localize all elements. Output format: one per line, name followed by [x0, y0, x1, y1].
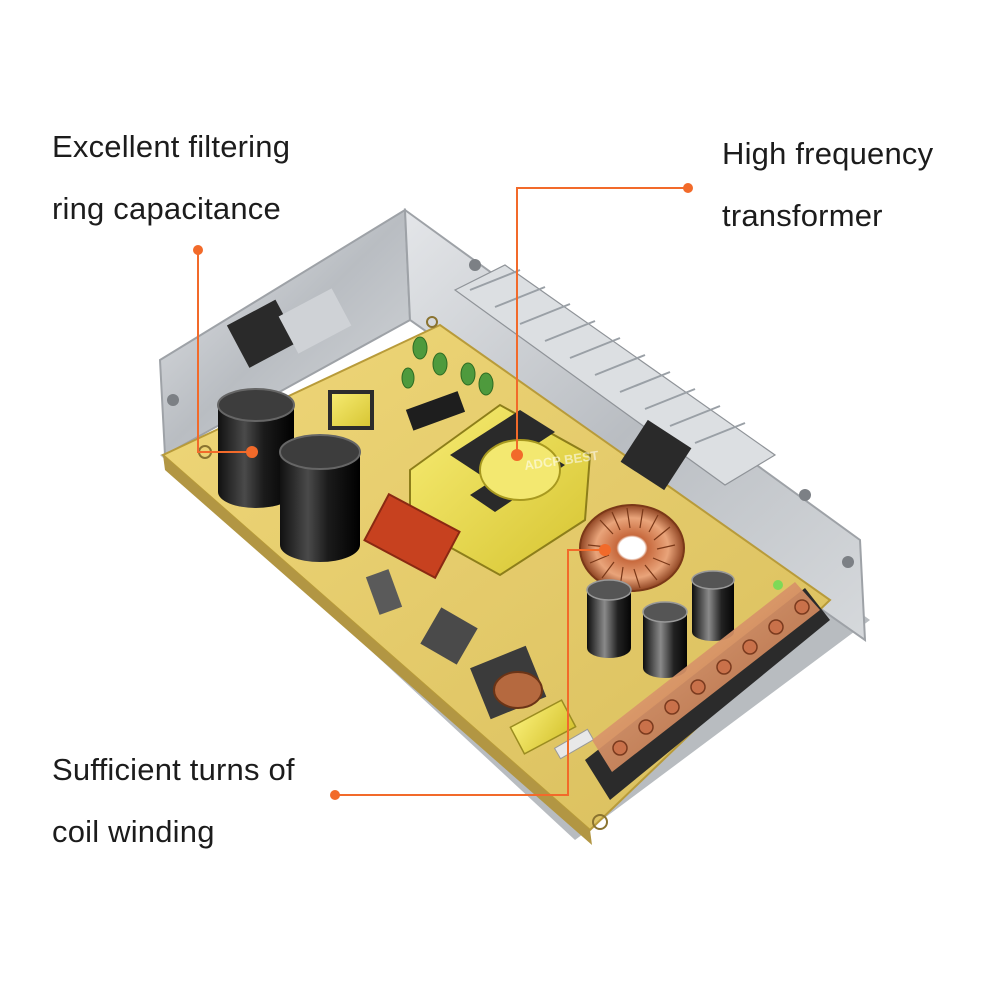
input-choke — [470, 645, 547, 720]
output-capacitor-2 — [642, 601, 688, 678]
heat-sink — [453, 264, 777, 486]
callout-filtering-line1: Excellent filtering — [52, 129, 291, 164]
status-led — [773, 580, 783, 590]
callout-transformer-label: High frequency transformer — [722, 123, 933, 247]
callout-leader-coil — [335, 549, 600, 796]
callout-coil-line2: coil winding — [52, 814, 215, 849]
power-transistor-left — [226, 288, 352, 368]
callout-dot-filtering-end — [246, 446, 258, 458]
power-transistor-right — [620, 419, 692, 491]
callout-dot-transformer-start — [683, 183, 693, 193]
filter-capacitor-2 — [279, 434, 361, 562]
red-capacitor — [363, 492, 461, 580]
callout-dot-coil-start — [330, 790, 340, 800]
callout-dot-coil-end — [599, 544, 611, 556]
callout-dot-filtering-start — [193, 245, 203, 255]
callout-dot-transformer-end — [511, 449, 523, 461]
ic-chip — [405, 391, 466, 431]
terminal-block — [585, 582, 830, 800]
bridge-rectifier — [420, 607, 478, 665]
callout-leader-transformer — [516, 187, 688, 455]
aux-transformer — [328, 390, 374, 430]
callout-coil-label: Sufficient turns of coil winding — [52, 739, 295, 863]
callout-coil-line1: Sufficient turns of — [52, 752, 295, 787]
callout-transformer-line1: High frequency — [722, 136, 934, 171]
callout-filtering-line2: ring capacitance — [52, 191, 281, 226]
callout-leader-filtering — [197, 250, 252, 453]
film-capacitors — [401, 336, 494, 396]
callout-transformer-line2: transformer — [722, 198, 883, 233]
toroid-coil — [579, 504, 685, 592]
fuse — [553, 728, 595, 760]
output-capacitor-3 — [691, 570, 735, 641]
callout-filtering-label: Excellent filtering ring capacitance — [52, 116, 290, 240]
filter-capacitor-1 — [217, 388, 295, 508]
output-capacitor-1 — [586, 579, 632, 658]
voltage-switch — [365, 569, 403, 615]
